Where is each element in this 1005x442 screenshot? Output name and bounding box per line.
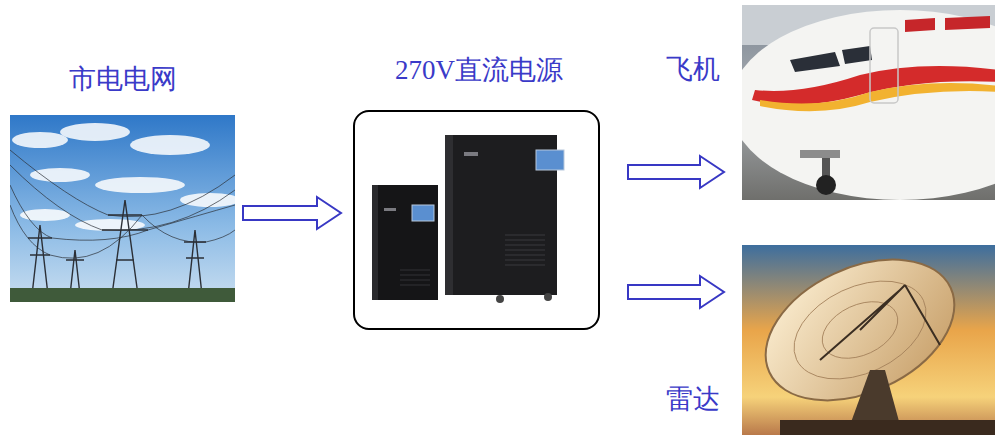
node-heading: 市电电网 (69, 63, 177, 95)
power-grid-photo (10, 115, 235, 302)
device-box: 270V直流电源 (353, 110, 600, 330)
block-arrow (628, 156, 724, 188)
power-supply-cabinets (372, 135, 564, 303)
node-heading: 雷达 (666, 383, 720, 415)
aircraft-photo (742, 5, 995, 200)
block-arrow (243, 197, 341, 229)
radar-photo (742, 245, 995, 435)
picture-node: 雷达 (742, 245, 995, 435)
picture-node: 飞机 (742, 5, 995, 200)
node-heading: 飞机 (666, 53, 720, 85)
picture-node: 市电电网 (10, 115, 235, 302)
block-arrow (628, 276, 724, 308)
node-heading: 270V直流电源 (395, 54, 563, 86)
